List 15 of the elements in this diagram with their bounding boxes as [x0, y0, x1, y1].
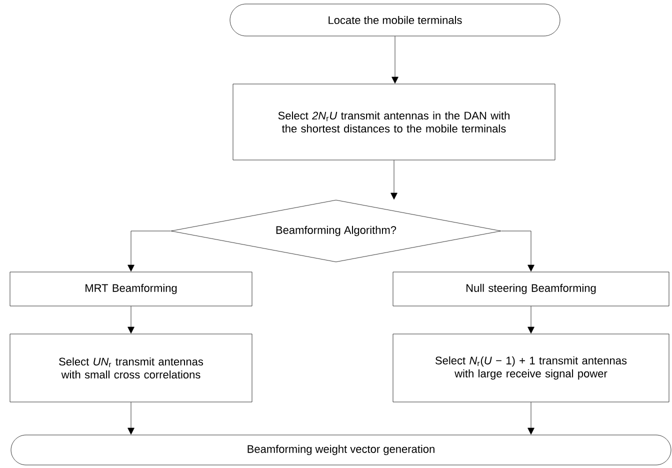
arrow [392, 36, 398, 84]
process-box: MRT Beamforming [10, 272, 252, 306]
arrow [528, 306, 534, 334]
terminal-box: Locate the mobile terminals [230, 4, 560, 36]
arrow [390, 160, 398, 200]
process-box: Null steering Beamforming [392, 272, 670, 306]
arrow [128, 306, 134, 334]
terminal-box: Beamforming weight vector generation [10, 434, 672, 466]
arrow [501, 230, 534, 272]
process-box: Select 2N$_{r}$U transmit antennas in the DAN with the shortest distances to the mobile terminals [232, 84, 556, 160]
process-box: Select N$_{r}$(U − 1) + 1 transmit antennas with large receive signal power [392, 334, 670, 402]
arrow [128, 230, 171, 272]
process-box: Select UN$_{r}$ transmit antennas with small cross correlations [10, 334, 252, 402]
arrow [128, 402, 134, 435]
arrow [528, 402, 534, 435]
